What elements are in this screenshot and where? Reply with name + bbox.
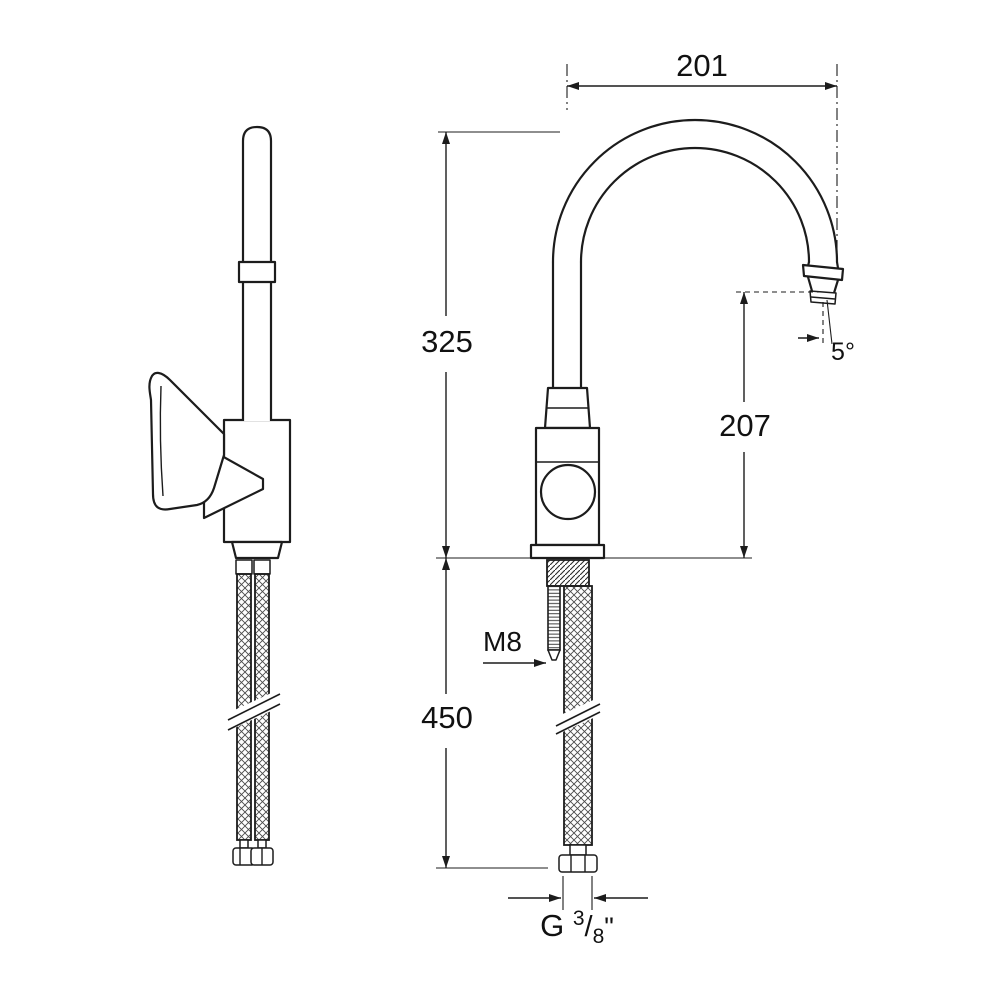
dim-g38-label: G 3/8" xyxy=(540,907,614,948)
dimension-207: 207 xyxy=(719,291,820,558)
front-view-faucet xyxy=(436,118,845,873)
dim-450-label: 450 xyxy=(421,700,473,735)
dim-m8-label: M8 xyxy=(483,626,522,657)
body-knob xyxy=(539,463,597,521)
dim-201-label: 201 xyxy=(676,48,728,83)
side-view-faucet xyxy=(148,125,292,866)
faucet-base-front xyxy=(529,543,606,560)
dim-207-label: 207 xyxy=(719,408,771,443)
angle-reference-tilted xyxy=(826,299,833,345)
dimension-325: 325 xyxy=(421,131,560,558)
faucet-base-side xyxy=(230,540,284,560)
hose-nut-neck xyxy=(569,844,587,856)
dimension-g38: G 3/8" xyxy=(508,876,648,948)
hose-connector xyxy=(253,559,271,575)
hose-nut-neck xyxy=(257,839,267,849)
column-collar xyxy=(237,260,277,284)
threaded-shank xyxy=(546,559,590,587)
lever-handle xyxy=(148,371,226,511)
hose-hex-nut xyxy=(558,854,598,873)
dimension-m8: M8 xyxy=(483,626,546,667)
handle-blade-line xyxy=(159,385,164,497)
hose-nut-neck xyxy=(239,839,249,849)
dim-5deg-label: 5° xyxy=(831,338,855,366)
hose-break-mark xyxy=(554,696,602,736)
spout-flange xyxy=(801,263,845,282)
gooseneck-outer xyxy=(551,118,839,264)
dim-325-label: 325 xyxy=(421,324,473,359)
hose-connector xyxy=(235,559,253,575)
dimension-450: 450 xyxy=(421,558,548,869)
hose-break-mark xyxy=(226,688,282,732)
dimension-5deg: 5° xyxy=(798,299,855,366)
gooseneck-inner xyxy=(579,146,811,264)
m8-fixing-stud xyxy=(547,585,561,651)
dimension-201: 201 xyxy=(566,48,838,256)
stud-tip xyxy=(547,649,561,661)
